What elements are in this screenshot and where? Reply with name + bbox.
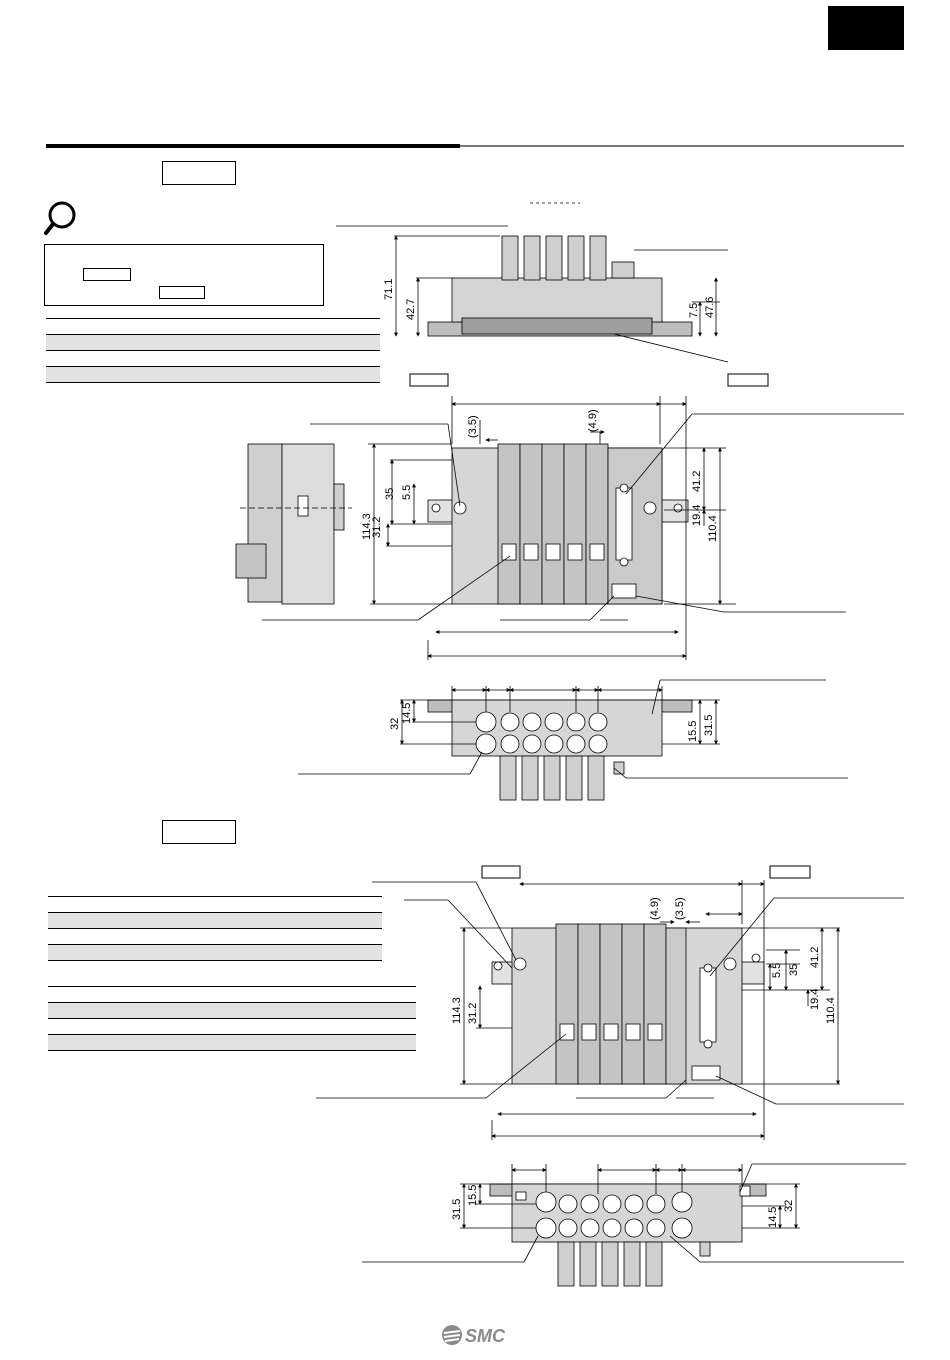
page-corner-tab bbox=[828, 6, 904, 50]
dim-5-5-a: 5.5 bbox=[401, 485, 413, 500]
dim-4-9-a: (4.9) bbox=[587, 409, 599, 432]
dim-114-3-b: 114.3 bbox=[451, 997, 463, 1024]
dim-15-5-b: 15.5 bbox=[467, 1185, 479, 1206]
dim-32-a: 32 bbox=[389, 718, 401, 730]
label-box-b2 bbox=[769, 865, 811, 879]
dim-71-1: 71.1 bbox=[383, 279, 395, 300]
dim-3-5-a: (3.5) bbox=[467, 415, 479, 438]
note-inner-box-2 bbox=[159, 286, 205, 299]
note-box bbox=[44, 244, 324, 306]
dim-110-4-a: 110.4 bbox=[707, 515, 719, 542]
dim-47-6: 47.6 bbox=[704, 297, 716, 318]
smc-logo: SMC bbox=[440, 1322, 512, 1348]
plan-view-1 bbox=[262, 396, 904, 660]
svg-text:SMC: SMC bbox=[465, 1326, 506, 1346]
dim-35-b: 35 bbox=[788, 964, 800, 976]
dim-42-7: 42.7 bbox=[405, 299, 417, 320]
label-box-a2 bbox=[481, 865, 521, 879]
dim-3-5-b: (3.5) bbox=[674, 897, 686, 920]
dim-31-5-b: 31.5 bbox=[451, 1199, 463, 1220]
dim-15-5-a: 15.5 bbox=[687, 721, 699, 742]
spec-table-3 bbox=[48, 986, 416, 1066]
dim-14-5-b: 14.5 bbox=[767, 1207, 779, 1228]
section-rule-light bbox=[460, 145, 904, 147]
end-view-1 bbox=[298, 679, 848, 801]
dim-31-2-b: 31.2 bbox=[467, 1003, 479, 1024]
dim-14-5-a: 14.5 bbox=[401, 703, 413, 724]
dim-41-2-b: 41.2 bbox=[809, 947, 821, 968]
dim-35-a: 35 bbox=[384, 488, 396, 500]
section-rule-dark bbox=[46, 144, 460, 148]
dim-19-4-b: 19.4 bbox=[809, 989, 821, 1010]
plan-view-2 bbox=[316, 880, 904, 1140]
dim-32-b: 32 bbox=[783, 1200, 795, 1212]
label-box-a1 bbox=[409, 373, 449, 387]
note-inner-box-1 bbox=[83, 268, 131, 281]
model-box-2 bbox=[162, 820, 236, 844]
dim-110-4-b: 110.4 bbox=[825, 997, 837, 1024]
dim-5-5-b: 5.5 bbox=[771, 963, 783, 978]
dim-4-9-b: (4.9) bbox=[649, 897, 661, 920]
front-elevation-1 bbox=[336, 202, 729, 363]
dim-31-5-a: 31.5 bbox=[703, 715, 715, 736]
model-box-1 bbox=[162, 161, 236, 185]
label-box-b1 bbox=[727, 373, 769, 387]
dim-114-3-a: 114.3 bbox=[361, 513, 373, 540]
end-view-2 bbox=[362, 1163, 906, 1287]
spec-table-2 bbox=[48, 896, 382, 976]
magnifier-icon bbox=[44, 201, 76, 235]
side-view-1 bbox=[235, 443, 352, 605]
dim-31-2-a: 31.2 bbox=[371, 517, 383, 538]
dim-19-4-a: 19.4 bbox=[691, 505, 703, 526]
spec-table-1 bbox=[46, 318, 380, 398]
dim-41-2-a: 41.2 bbox=[691, 471, 703, 492]
dim-7-5: 7.5 bbox=[688, 303, 700, 318]
